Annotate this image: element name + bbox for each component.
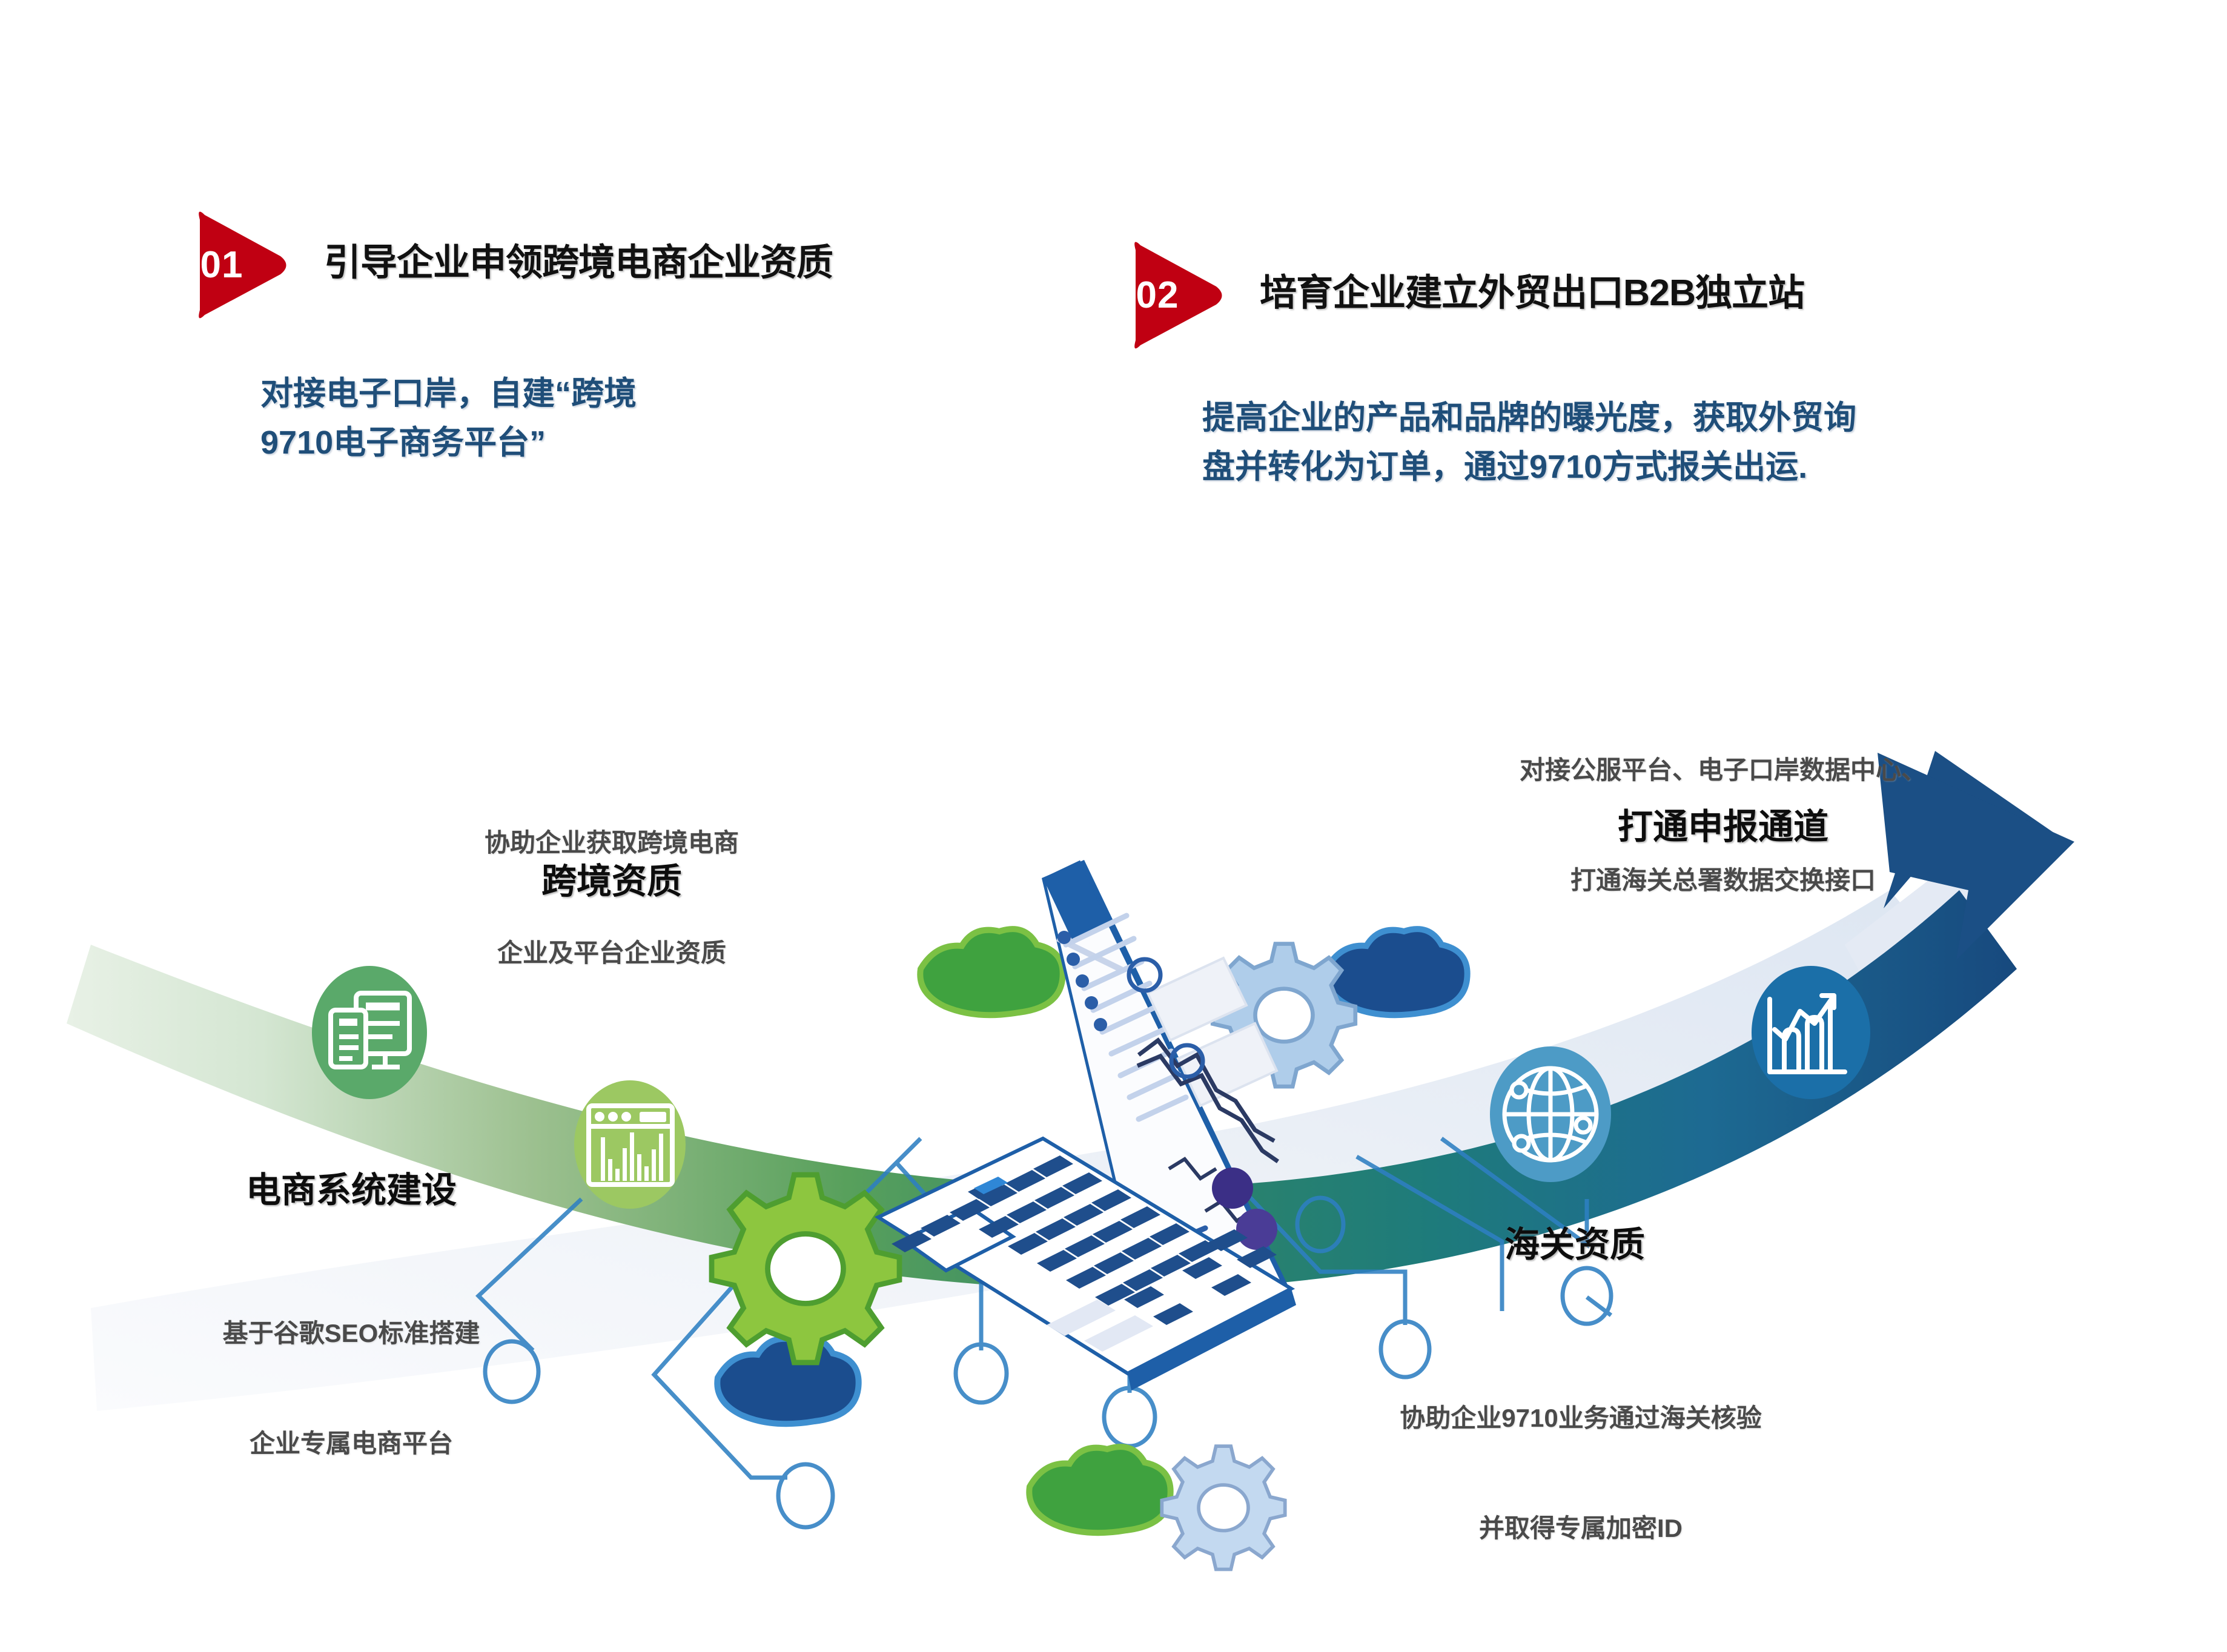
- header-block-01: 01 引导企业申领跨境电商企业资质: [182, 203, 1060, 319]
- node-haiguan-heading: 海关资质: [1504, 1225, 1645, 1264]
- node-icon-monitor-documents: [312, 966, 427, 1099]
- node-icon-browser-barchart: [574, 1080, 686, 1209]
- node-kuajing-heading: 跨境资质: [541, 862, 682, 901]
- node-shenbao-caption-line-1: 对接公服平台、电子口岸数据中心、: [1519, 755, 1927, 784]
- number-badge-01-label: 01: [200, 244, 243, 286]
- node-dianshang-caption-line-1: 基于谷歌SEO标准搭建: [222, 1318, 480, 1347]
- node-haiguan-caption-line-1: 协助企业9710业务通过海关核验: [1400, 1403, 1762, 1432]
- header-02-title: 培育企业建立外贸出口B2B独立站: [1260, 272, 1805, 313]
- node-icon-globe-network: [1490, 1046, 1611, 1182]
- header-01-title: 引导企业申领跨境电商企业资质: [324, 242, 833, 283]
- laptop-dashboard-illustration: [874, 860, 1296, 1390]
- number-badge-01: 01: [182, 203, 291, 327]
- light-blue-gear-bottom-icon: [1160, 1444, 1287, 1571]
- number-badge-02-label: 02: [1136, 274, 1179, 316]
- node-icon-growth-barchart: [1752, 966, 1870, 1099]
- main-gradient-ribbon: [67, 890, 2017, 1290]
- number-badge-02: 02: [1117, 233, 1226, 357]
- diagram-artwork: [0, 606, 2227, 1652]
- node-kuajing-caption-line-2: 企业及平台企业资质: [497, 939, 726, 968]
- header-block-02: 02 培育企业建立外贸出口B2B独立站: [1117, 233, 2147, 349]
- dark-blue-cloud-bottom-icon: [714, 1335, 862, 1427]
- green-cloud-bottom-icon: [1026, 1444, 1174, 1536]
- header-02-body: 提高企业的产品和品牌的曝光度，获取外贸询 盘并转化为订单，通过9710方式报关出…: [1202, 394, 2171, 492]
- green-cloud-icon: [917, 926, 1066, 1019]
- node-shenbao-heading: 打通申报通道: [1617, 807, 1828, 847]
- laptop-keys: [892, 1155, 1277, 1325]
- header-01-body: 对接电子口岸，自建“跨境 9710电子商务平台”: [260, 369, 987, 468]
- header-01-body-line-2: 9710电子商务平台”: [260, 425, 546, 461]
- arrow-head-icon: [1878, 751, 2074, 960]
- node-dianshang-caption: 基于谷歌SEO标准搭建 企业专属电商平台: [121, 1241, 581, 1536]
- node-kuajing-caption: 协助企业获取跨境电商 企业及平台企业资质: [376, 751, 848, 1046]
- node-haiguan-caption-line-2: 并取得专属加密ID: [1478, 1514, 1683, 1543]
- node-dianshang-heading: 电商系统建设: [245, 1171, 457, 1210]
- header-01-body-line-1: 对接电子口岸，自建“跨境: [260, 375, 637, 412]
- node-haiguan-caption: 协助企业9710业务通过海关核验 并取得专属加密ID: [1260, 1326, 1902, 1621]
- green-gear-icon: [709, 1172, 902, 1366]
- node-dianshang-caption-line-2: 企业专属电商平台: [249, 1429, 453, 1458]
- node-kuajing-caption-line-1: 协助企业获取跨境电商: [484, 828, 739, 857]
- node-shenbao-caption: 对接公服平台、电子口岸数据中心、 打通海关总署数据交换接口: [1411, 678, 2035, 973]
- header-02-body-line-2: 盘并转化为订单，通过9710方式报关出运.: [1202, 449, 1808, 485]
- header-02-body-line-1: 提高企业的产品和品牌的曝光度，获取外贸询: [1202, 400, 1856, 436]
- node-shenbao-caption-line-2: 打通海关总署数据交换接口: [1570, 866, 1876, 895]
